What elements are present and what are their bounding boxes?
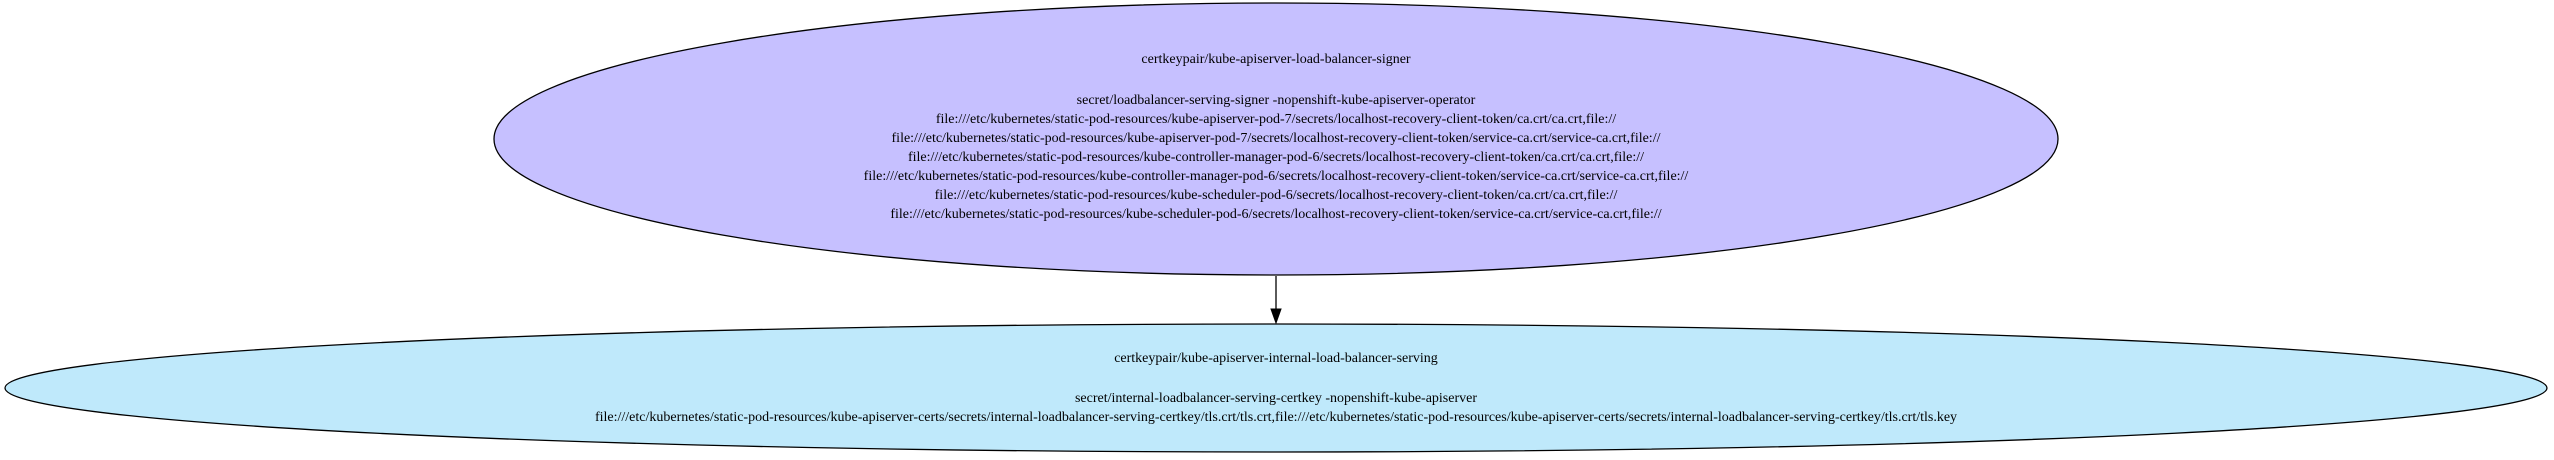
edge-signer-to-serving [1270,276,1282,325]
node-signer-ellipse[interactable] [493,2,2059,276]
node-signer-file-line: file:///etc/kubernetes/static-pod-resour… [936,112,1616,127]
edge-arrowhead [1270,308,1282,325]
node-serving-title: certkeypair/kube-apiserver-internal-load… [1114,351,1438,366]
node-signer-file-line: file:///etc/kubernetes/static-pod-resour… [935,188,1618,203]
node-signer-file-line: file:///etc/kubernetes/static-pod-resour… [892,131,1661,146]
node-signer-file-line: file:///etc/kubernetes/static-pod-resour… [890,207,1661,222]
node-serving-ellipse[interactable] [4,323,2548,453]
node-signer[interactable]: certkeypair/kube-apiserver-load-balancer… [493,2,2059,276]
node-serving-secret: secret/internal-loadbalancer-serving-cer… [1075,391,1477,406]
node-signer-file-line: file:///etc/kubernetes/static-pod-resour… [864,169,1689,184]
node-signer-title: certkeypair/kube-apiserver-load-balancer… [1141,52,1411,67]
node-signer-secret: secret/loadbalancer-serving-signer -nope… [1077,93,1476,108]
node-serving[interactable]: certkeypair/kube-apiserver-internal-load… [4,323,2548,453]
node-serving-file-line: file:///etc/kubernetes/static-pod-resour… [595,410,1957,425]
node-signer-file-line: file:///etc/kubernetes/static-pod-resour… [908,150,1644,165]
